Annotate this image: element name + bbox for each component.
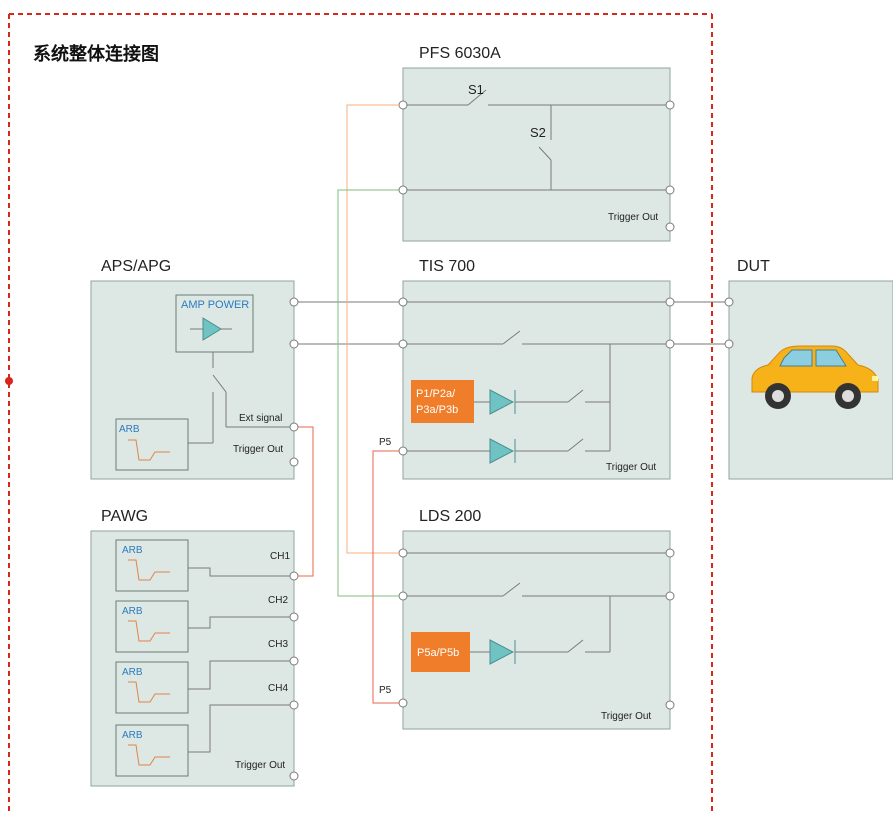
- pulse-label-line1: P1/P2a/: [416, 388, 456, 400]
- pawg-ch3: CH3: [268, 639, 288, 650]
- diode-symbol: [489, 639, 515, 665]
- pawg-arb-label: ARB: [122, 545, 143, 556]
- lds-pulse-label: P5a/P5b: [417, 647, 459, 659]
- pulse-label-line2: P3a/P3b: [416, 404, 458, 416]
- dut-block: DUT: [724, 258, 893, 480]
- pulse-block-p5: [411, 632, 470, 672]
- switch-s1-label: S1: [468, 82, 484, 97]
- pawg-ch2: CH2: [268, 595, 288, 606]
- dashed-system-border: [8, 13, 713, 813]
- border-marker-dot: [5, 377, 13, 385]
- tis-p5-label: P5: [379, 437, 392, 448]
- tis-title: TIS 700: [419, 258, 475, 275]
- pawg-block: PAWG ARB ARB ARB ARB CH1 CH2 CH3 CH4 Tri…: [90, 508, 299, 787]
- pawg-arb-label: ARB: [122, 730, 143, 741]
- car-icon: [751, 345, 879, 409]
- interconnect-wires: [298, 104, 725, 704]
- pawg-title: PAWG: [101, 508, 148, 525]
- diode-symbol: [489, 438, 515, 464]
- pawg-ch1: CH1: [270, 551, 290, 562]
- pulse-block-p1-p3: [411, 380, 474, 423]
- pfs-trigger-out: Trigger Out: [608, 212, 658, 223]
- pawg-trigger-out: Trigger Out: [235, 760, 285, 771]
- pawg-arb-label: ARB: [122, 606, 143, 617]
- dut-title: DUT: [737, 258, 770, 275]
- amp-power-label: AMP POWER: [181, 299, 249, 311]
- aps-title: APS/APG: [101, 258, 171, 275]
- aps-arb-label: ARB: [119, 424, 140, 435]
- pawg-arb-label: ARB: [122, 667, 143, 678]
- lds-title: LDS 200: [419, 508, 481, 525]
- pfs-block: PFS 6030A S1 S2 Trigger Out: [398, 45, 675, 242]
- aps-trigger-out: Trigger Out: [233, 444, 283, 455]
- tis-block: TIS 700 P1/P2a/ P3a/P3b P5 Trigger Out: [379, 258, 675, 480]
- diagram-title: 系统整体连接图: [33, 44, 159, 65]
- pfs-title: PFS 6030A: [419, 45, 501, 62]
- switch-s2-label: S2: [530, 125, 546, 140]
- lds-block: LDS 200 P5a/P5b P5 Trigger Out: [379, 508, 675, 730]
- lds-trigger-out: Trigger Out: [601, 711, 651, 722]
- lds-p5-label: P5: [379, 685, 392, 696]
- diode-symbol: [489, 389, 515, 415]
- pawg-ch4: CH4: [268, 683, 288, 694]
- ext-signal-label: Ext signal: [239, 413, 282, 424]
- aps-block: APS/APG AMP POWER Ext signal Trigger Out…: [90, 258, 299, 480]
- tis-trigger-out: Trigger Out: [606, 462, 656, 473]
